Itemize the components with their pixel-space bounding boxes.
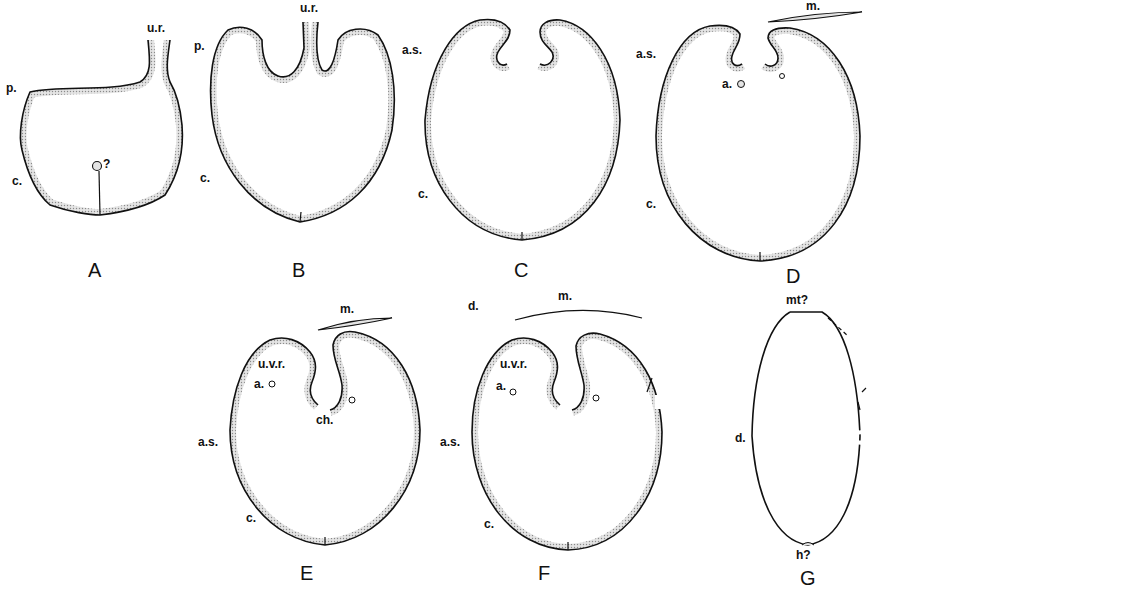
part-label: a. <box>496 380 506 392</box>
part-label: a.s. <box>440 436 460 448</box>
panel-letter: D <box>786 266 800 286</box>
panel-letter: E <box>300 563 313 583</box>
part-label: m. <box>558 290 572 302</box>
part-label: a. <box>254 378 264 390</box>
part-label: p. <box>6 82 17 94</box>
part-label: c. <box>418 188 428 200</box>
panel-letter: A <box>88 260 101 280</box>
part-label: m. <box>340 303 354 315</box>
part-label: p. <box>194 40 205 52</box>
part-label: c. <box>200 172 210 184</box>
part-label: u.r. <box>147 22 165 34</box>
part-label: a. <box>722 78 732 90</box>
panel-letter: G <box>800 568 816 588</box>
panel-letter: B <box>292 260 305 280</box>
part-label: c. <box>484 518 494 530</box>
part-label: d. <box>735 432 746 444</box>
part-label: mt? <box>786 294 808 306</box>
part-label: u.v.r. <box>500 358 527 370</box>
part-label: u.v.r. <box>258 358 285 370</box>
part-label: c. <box>12 175 22 187</box>
part-label: a.s. <box>198 436 218 448</box>
part-label: h? <box>796 549 811 561</box>
part-label: m. <box>806 0 820 12</box>
part-label: a.s. <box>402 44 422 56</box>
part-label: ch. <box>316 414 333 426</box>
part-label: u.r. <box>300 2 318 14</box>
part-label: a.s. <box>636 48 656 60</box>
part-label: c. <box>646 198 656 210</box>
part-label: ? <box>103 158 110 170</box>
part-label: d. <box>468 300 479 312</box>
panel-letter: C <box>514 260 528 280</box>
part-label: c. <box>246 512 256 524</box>
panel-letter: F <box>538 563 550 583</box>
